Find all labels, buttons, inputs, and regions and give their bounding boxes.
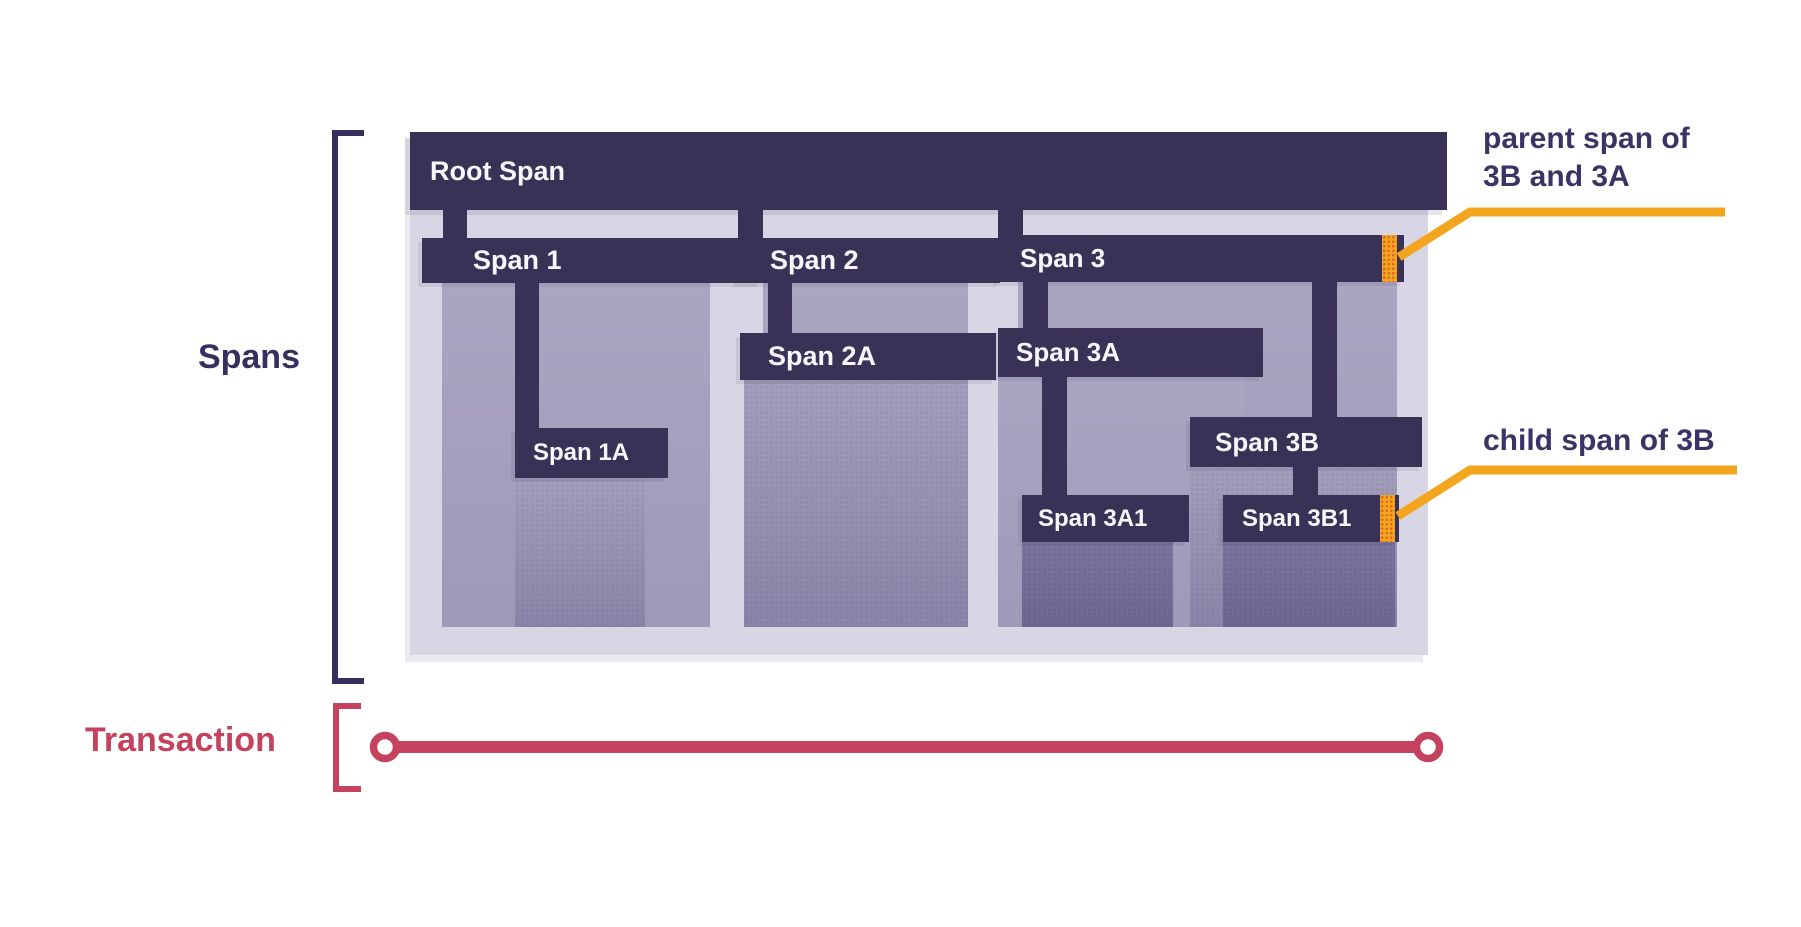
- span-3b-bar: Span 3B: [1190, 417, 1422, 467]
- annotation-child-line1: child span of 3B: [1483, 424, 1715, 457]
- span-3-bar: Span 3: [998, 235, 1404, 282]
- span-2-title: Span 2: [770, 245, 859, 275]
- span-1a-title: Span 1A: [533, 439, 630, 466]
- annotation-parent-span: parent span of 3B and 3A: [1483, 120, 1783, 196]
- span-3b1-bar: Span 3B1: [1223, 495, 1399, 542]
- child-span-callout-line: [1395, 465, 1737, 520]
- connector-span2-to-2a: [768, 282, 792, 335]
- spans-bracket: [332, 130, 364, 684]
- connector-span3b-to-3b1: [1293, 465, 1318, 497]
- transaction-bracket: [333, 703, 361, 792]
- span-2a-body: [744, 380, 968, 627]
- span-3a1-title: Span 3A1: [1038, 504, 1148, 532]
- connector-span1-to-1a: [515, 282, 539, 430]
- spans-label: Spans: [197, 338, 300, 376]
- connector-root-to-span3: [998, 208, 1023, 237]
- timeline-end-circle: [1412, 731, 1444, 763]
- span-3a-title: Span 3A: [1016, 337, 1121, 367]
- child-span-marker: [1380, 495, 1395, 542]
- annotation-parent-line1: parent span of: [1483, 122, 1690, 155]
- connector-root-to-span2: [738, 208, 763, 240]
- root-span-title: Root Span: [430, 155, 565, 186]
- span-3b1-body: [1223, 542, 1395, 627]
- root-span-bar: Root Span: [410, 132, 1447, 210]
- span-2a-bar: Span 2A: [740, 333, 996, 380]
- span-3-title: Span 3: [1020, 243, 1106, 273]
- connector-root-to-span1: [443, 208, 467, 240]
- span-1a-body: [515, 478, 645, 627]
- connector-span3a-to-3a1: [1042, 375, 1067, 497]
- parent-span-callout-line: [1396, 207, 1725, 261]
- annotation-parent-line2: 3B and 3A: [1483, 160, 1630, 193]
- span-3a1-bar: Span 3A1: [1022, 495, 1189, 542]
- span-3b1-title: Span 3B1: [1242, 504, 1352, 532]
- parent-span-marker: [1382, 235, 1397, 282]
- transaction-label: Transaction: [85, 721, 276, 759]
- connector-span3-to-3b: [1312, 280, 1337, 420]
- span-3a1-body: [1022, 542, 1173, 627]
- span-3b-title: Span 3B: [1215, 426, 1320, 457]
- span-1-title: Span 1: [473, 245, 562, 275]
- connector-span3-to-3a: [1023, 280, 1048, 330]
- span-2-bar: Span 2: [738, 238, 1000, 283]
- span-1-bar: Span 1: [422, 238, 761, 283]
- timeline-start-circle: [369, 731, 401, 763]
- span-2a-title: Span 2A: [768, 341, 877, 371]
- span-1a-bar: Span 1A: [515, 428, 668, 478]
- span-3a-bar: Span 3A: [998, 328, 1263, 377]
- annotation-child-span: child span of 3B: [1483, 422, 1793, 460]
